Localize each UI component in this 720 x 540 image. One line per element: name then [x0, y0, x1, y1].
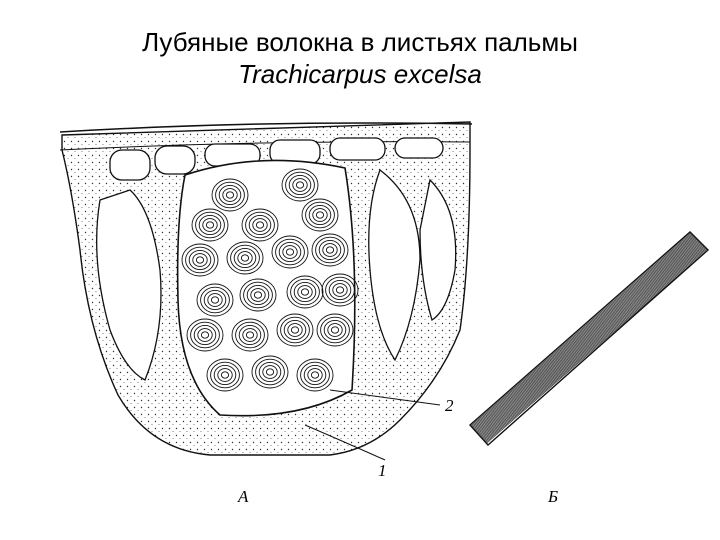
- panel-label-b: Б: [547, 487, 558, 506]
- callout-label-2: 2: [445, 396, 454, 415]
- callout-label-1: 1: [378, 461, 387, 480]
- epidermis-line: [59, 122, 473, 133]
- panel-label-a: А: [237, 487, 249, 506]
- longitudinal-fibers-drawing: [469, 231, 710, 446]
- parenchyma-cells: [96, 168, 457, 381]
- title-line-2-species: Trachicarpus excelsa: [238, 59, 482, 89]
- cross-section-drawing: [59, 121, 473, 461]
- fiber-bundle: [176, 159, 359, 417]
- slide-title: Лубяные волокна в листьях пальмы Trachic…: [0, 26, 720, 90]
- callout-lines: [304, 389, 441, 461]
- epidermal-cells: [109, 137, 444, 181]
- title-line-1: Лубяные волокна в листьях пальмы: [142, 27, 578, 57]
